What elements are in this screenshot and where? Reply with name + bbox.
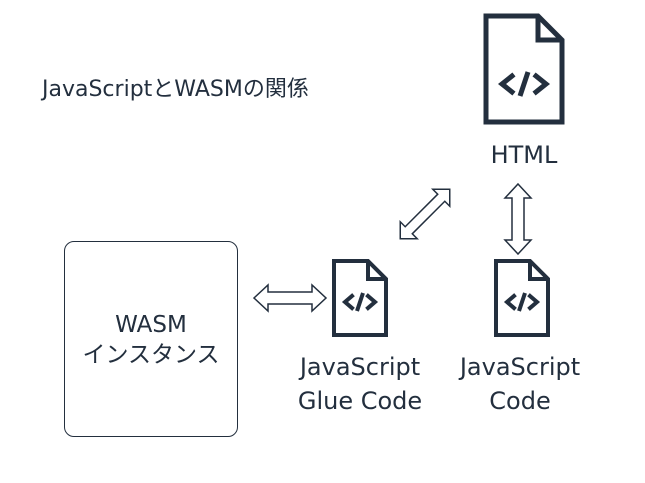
js-code-label-line1: JavaScript <box>459 353 581 381</box>
arrow-js-html <box>503 182 533 256</box>
glue-code-file-icon <box>331 258 389 338</box>
html-file-icon <box>482 12 566 126</box>
arrow-glue-html <box>399 188 451 240</box>
glue-code-label-line1: JavaScript <box>299 353 421 381</box>
wasm-instance-label-line1: WASM <box>115 312 187 338</box>
html-label: HTML <box>490 141 558 169</box>
wasm-instance-box: WASM インスタンス <box>64 241 238 437</box>
js-code-label-line2: Code <box>489 387 551 415</box>
glue-code-label-line2: Glue Code <box>297 387 423 415</box>
arrow-wasm-glue <box>252 283 328 313</box>
diagram-title: JavaScriptとWASMの関係 <box>42 77 309 102</box>
wasm-instance-label-line2: インスタンス <box>82 342 220 368</box>
glue-code-label: JavaScript Glue Code <box>280 350 440 418</box>
js-code-label: JavaScript Code <box>440 350 600 418</box>
js-code-file-icon <box>493 258 551 338</box>
